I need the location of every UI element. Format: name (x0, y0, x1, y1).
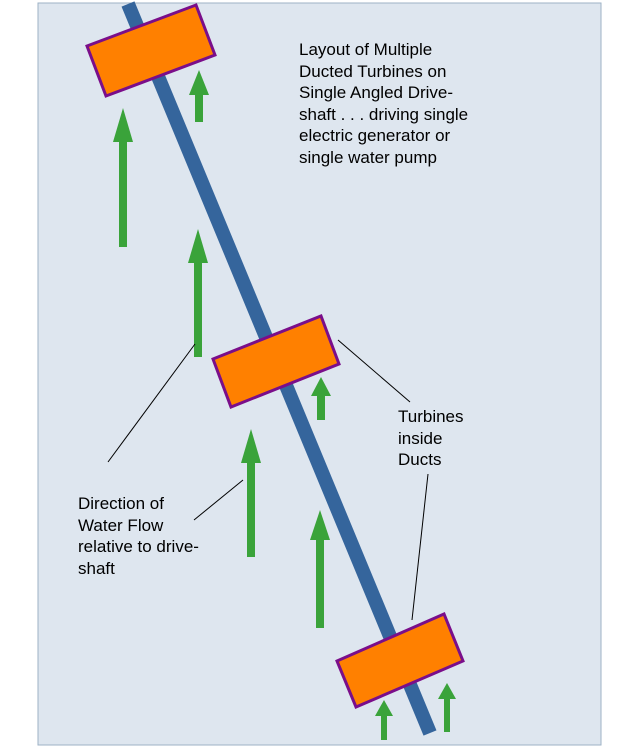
turbines-label-line: Turbines (398, 407, 464, 426)
turbines-label: Turbines inside Ducts (398, 406, 488, 471)
title-line: Layout of Multiple (299, 40, 433, 59)
title-line: shaft . . . driving single (299, 104, 469, 124)
turbine-duct-top (85, 3, 217, 98)
flow-arrow (375, 700, 393, 740)
title-line: single water pump (299, 147, 437, 167)
title-line: electric generator or (299, 126, 451, 145)
water-flow-label-line: relative to drive- (78, 537, 199, 556)
turbines-label-line: Ducts (398, 450, 442, 469)
turbine-ducts (85, 3, 465, 709)
water-flow-label-line: Water Flow (78, 515, 164, 535)
flow-arrow (311, 377, 331, 420)
leader-line-turbines-upper (337, 339, 411, 403)
flow-arrow (188, 229, 208, 357)
leader-line-turbines-lower (411, 473, 429, 621)
leader-line-flow-lower (193, 479, 244, 521)
flow-arrow (113, 108, 133, 247)
flow-arrows (113, 70, 456, 740)
turbine-duct-bottom (335, 612, 465, 709)
leader-lines (107, 339, 429, 621)
water-flow-label-line: Direction of (78, 494, 164, 513)
flow-arrow (241, 429, 261, 557)
title-line: Ducted Turbines on (299, 61, 447, 81)
diagram-title: Layout of Multiple Ducted Turbines on Si… (299, 39, 509, 168)
water-flow-label: Direction of Water Flow relative to driv… (78, 493, 228, 579)
turbines-label-line: inside (398, 428, 443, 448)
leader-line-flow-upper (107, 343, 196, 463)
water-flow-label-line: shaft (78, 558, 115, 578)
flow-arrow (189, 70, 209, 122)
flow-arrow (438, 683, 456, 732)
turbine-duct-middle (211, 314, 341, 409)
flow-arrow (310, 510, 330, 628)
title-line: Single Angled Drive- (299, 83, 454, 102)
